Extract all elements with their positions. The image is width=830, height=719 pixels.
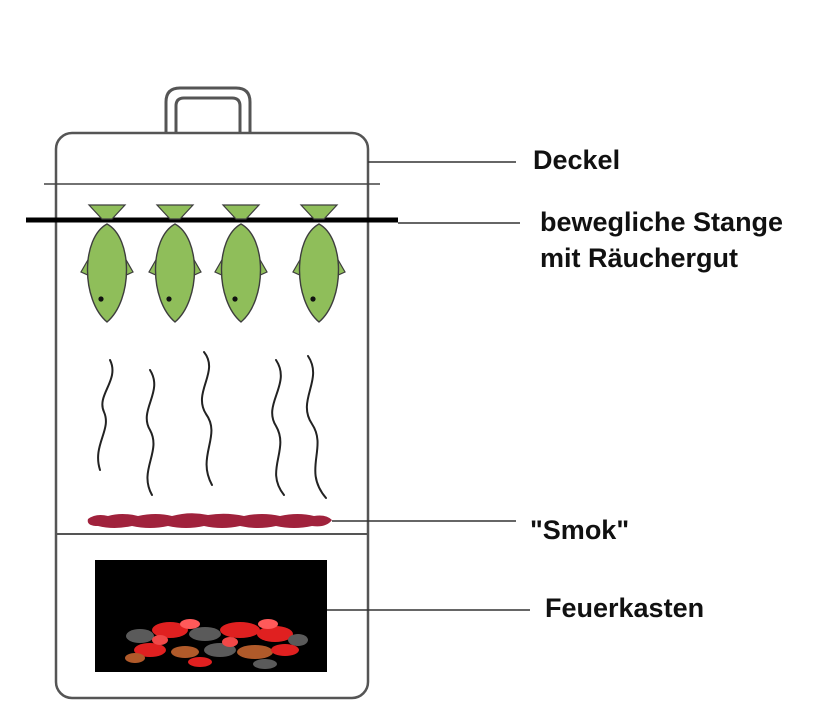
- smoke-wisp: [271, 359, 285, 496]
- fish-group: [80, 204, 346, 323]
- ember: [125, 653, 145, 663]
- smoke-wisp: [305, 355, 327, 499]
- label-stange-line2: mit Räuchergut: [540, 243, 739, 274]
- smoke-group: [97, 351, 327, 499]
- fish: [80, 204, 134, 323]
- label-feuerkasten: Feuerkasten: [545, 593, 705, 623]
- ember: [258, 619, 278, 629]
- ember: [288, 634, 308, 646]
- ember: [152, 622, 188, 638]
- lid-handle-inner: [174, 96, 242, 133]
- ember: [180, 619, 200, 629]
- fish-hook: [155, 204, 195, 220]
- fish-body: [220, 223, 262, 323]
- ember: [126, 629, 154, 643]
- smoke-wisp: [200, 351, 213, 486]
- label-smok: "Smok": [530, 515, 630, 545]
- ember: [171, 646, 199, 658]
- fish-body: [86, 223, 128, 323]
- fish-body: [154, 223, 196, 323]
- ember: [220, 622, 260, 638]
- label-bewegliche-stange: bewegliche Stange mit Räuchergut: [540, 204, 783, 277]
- fish-hook: [87, 204, 127, 220]
- fish: [148, 204, 202, 323]
- ember: [257, 626, 293, 642]
- label-stange-line1: bewegliche Stange: [540, 207, 784, 237]
- fish-eye: [232, 296, 238, 302]
- fish-eye: [98, 296, 104, 302]
- ember: [152, 635, 168, 645]
- label-deckel: Deckel: [533, 145, 621, 175]
- ember: [237, 645, 273, 659]
- fish-hook: [299, 204, 339, 220]
- ember: [253, 659, 277, 669]
- fish-eye: [310, 296, 316, 302]
- ember: [222, 637, 238, 647]
- smoke-wisp: [145, 369, 156, 496]
- smok-band: [87, 513, 332, 528]
- fish: [292, 204, 346, 323]
- ember: [134, 643, 166, 657]
- fish-body: [298, 223, 340, 323]
- ember: [189, 627, 221, 641]
- fish-hook: [221, 204, 261, 220]
- ember-group: [125, 619, 308, 669]
- lid-handle: [164, 86, 252, 133]
- smoke-wisp: [97, 359, 114, 471]
- ember: [188, 657, 212, 667]
- fish: [214, 204, 268, 323]
- smoker-body: [54, 131, 370, 700]
- fish-eye: [166, 296, 172, 302]
- ember: [271, 644, 299, 656]
